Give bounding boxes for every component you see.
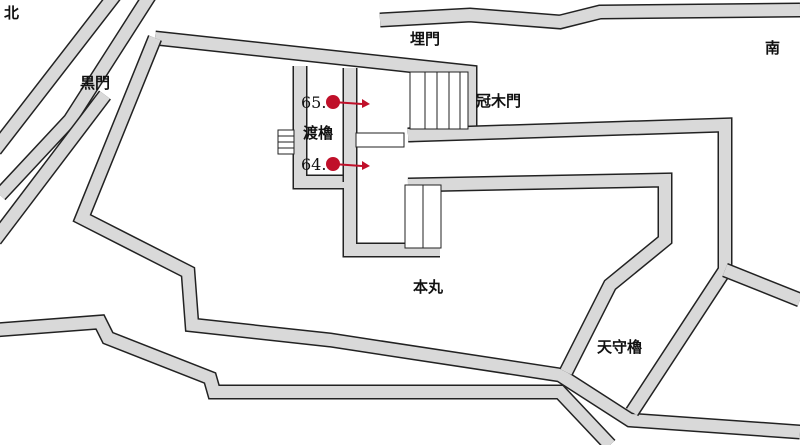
marker-65[interactable] — [326, 95, 370, 109]
wall-segment — [407, 118, 731, 416]
wall-segment — [0, 0, 119, 154]
wall-segment — [407, 173, 671, 375]
wall-segment — [74, 35, 800, 438]
north-label: 北 — [4, 4, 20, 22]
south-label: 南 — [765, 39, 781, 57]
marker-64-number: 64. — [301, 155, 327, 174]
stairs — [277, 71, 469, 249]
watariyagura-label: 渡櫓 — [303, 124, 334, 142]
tenshuyagura-label: 天守櫓 — [597, 338, 643, 356]
marker-65-number: 65. — [301, 93, 327, 112]
marker-64[interactable] — [326, 157, 370, 171]
honmaru-label: 本丸 — [413, 278, 444, 296]
uzumimon-label: 埋門 — [410, 30, 441, 48]
wall-segment — [379, 4, 800, 29]
kuromon-label: 黒門 — [80, 74, 111, 92]
wall-segment — [722, 264, 800, 306]
kabukimon-label: 冠木門 — [476, 92, 522, 110]
wall-segment — [0, 0, 154, 200]
wall-segment — [0, 315, 615, 445]
wall-segment — [0, 91, 110, 244]
